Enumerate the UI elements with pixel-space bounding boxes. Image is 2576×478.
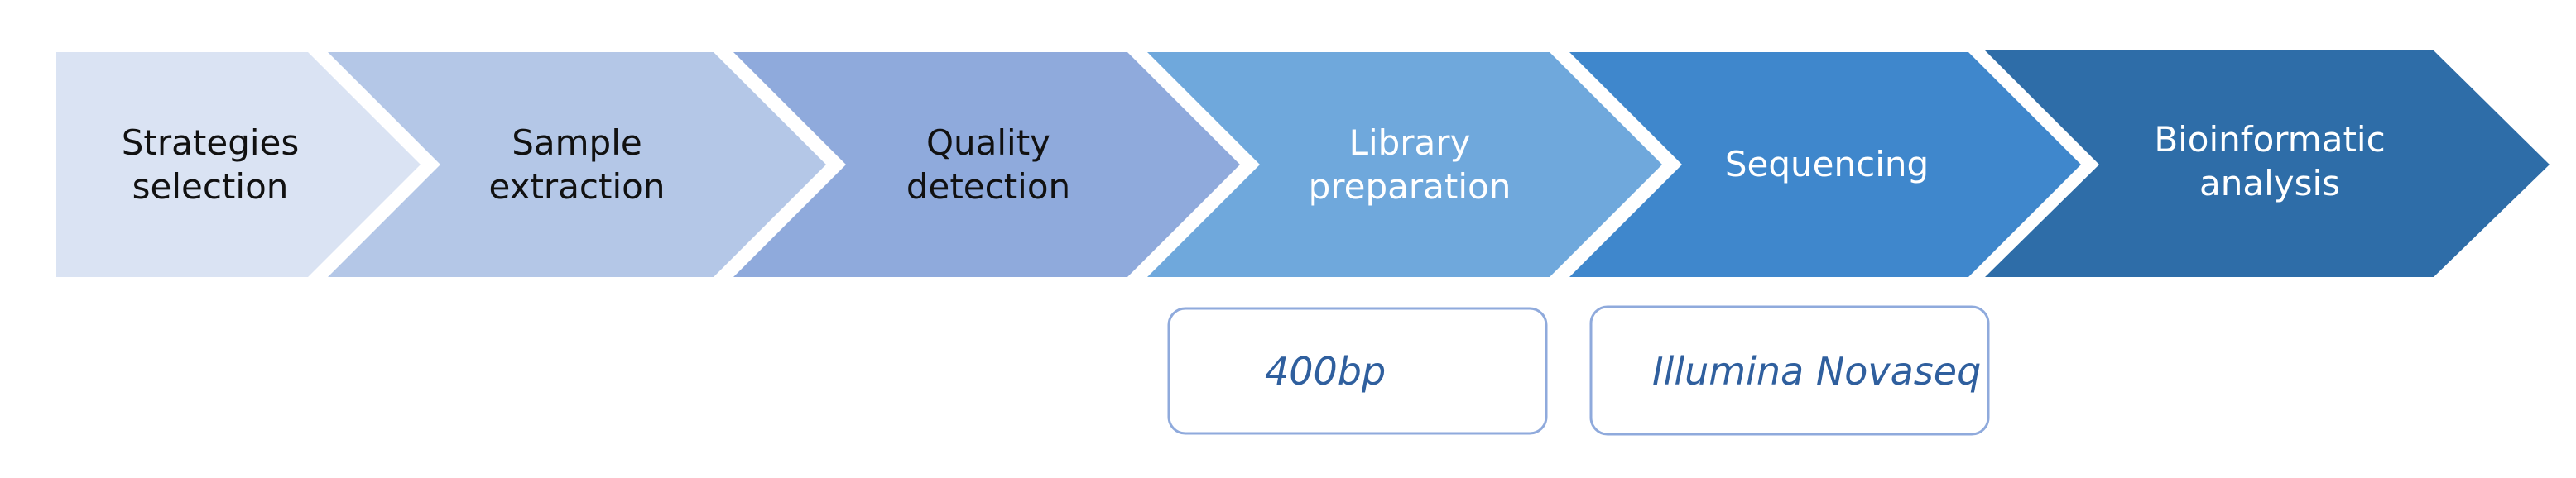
note-box — [1167, 307, 1548, 435]
step-label-line2: analysis — [2199, 163, 2340, 203]
step-shape — [733, 52, 1240, 277]
step-library-preparation: Library preparation — [1147, 52, 1662, 277]
step-label-line1: Quality — [926, 122, 1050, 163]
step-sample-extraction: Sample extraction — [328, 52, 826, 277]
step-shape — [1147, 52, 1662, 277]
step-sequencing: Sequencing — [1569, 52, 2081, 277]
step-bioinformatic-analysis: Bioinformatic analysis — [1985, 50, 2550, 277]
step-label-line2: extraction — [489, 166, 666, 207]
step-label-line1: Library — [1349, 122, 1471, 163]
step-quality-detection: Quality detection — [733, 52, 1240, 277]
step-label-line1: Bioinformatic — [2154, 119, 2385, 160]
step-shape — [56, 52, 421, 277]
step-shape — [328, 52, 826, 277]
step-label-line2: preparation — [1309, 166, 1511, 207]
step-label-line2: selection — [132, 166, 289, 207]
step-shape — [1569, 52, 2081, 277]
note-text: Illumina Novaseq — [1652, 349, 1981, 394]
note-text: 400bp — [1265, 349, 1386, 394]
step-label-line2: detection — [906, 166, 1070, 207]
note-illumina-novaseq: Illumina Novaseq — [1589, 305, 1990, 436]
step-label-line1: Strategies — [122, 122, 300, 163]
step-label-line1: Sequencing — [1725, 144, 1929, 184]
step-shape — [1985, 50, 2550, 277]
note-box — [1589, 305, 1990, 436]
step-label-line1: Sample — [512, 122, 642, 163]
step-strategies-selection: Strategies selection — [56, 52, 421, 277]
note-400bp: 400bp — [1167, 307, 1548, 435]
